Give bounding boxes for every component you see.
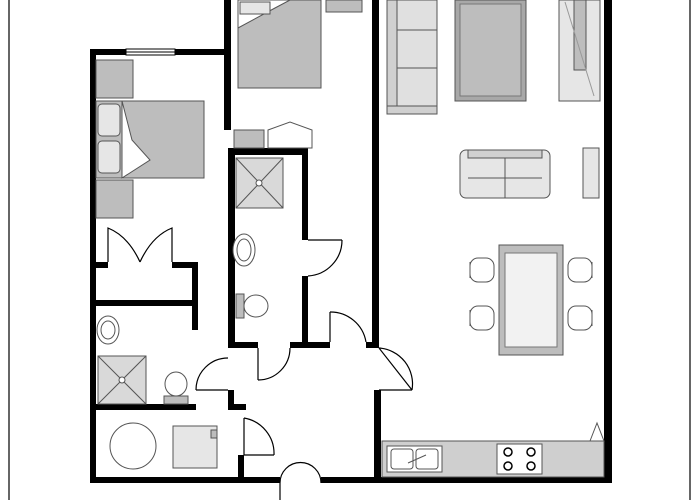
kitchen [381,421,605,478]
wall-bath2-bottom-right [290,342,330,348]
door-swing-icon [307,239,343,277]
wall-bath2-top [228,148,308,155]
fridge-corner-icon [589,421,605,442]
bathroom-1 [96,315,189,405]
wall-bath2-left [228,148,235,348]
dining-area [469,244,593,356]
bedroom-1 [95,59,205,219]
laundry [109,422,218,470]
wall-bottom-left [90,477,280,483]
wall-right [604,0,612,482]
armchair-icon [459,149,551,199]
wall-bath1-bottom-right [228,404,246,410]
chair-icon [567,305,593,331]
wall-closet-right [192,262,198,330]
bathroom-2 [232,157,284,319]
stove-icon [496,443,543,475]
wall-bottom-right [321,477,612,483]
bed-icon [95,100,205,179]
door-swing-icon [329,311,367,343]
wall-bath2-bottom-left [228,342,258,348]
bedroom-2 [233,0,363,149]
closet-door-icon [107,227,173,263]
tv-stand-icon [558,0,601,102]
sink-icon [386,445,443,473]
dryer-icon [172,425,218,469]
tv-icon [573,0,587,71]
door-swing-icon [257,347,291,381]
toilet-icon [163,371,189,405]
nightstand-icon [95,59,134,99]
nightstand-icon [325,0,363,13]
wall-bath1-right [228,390,234,410]
wall-closet-top-right [172,262,198,268]
dining-table-icon [498,244,564,356]
wall-laundry-right [238,455,244,483]
nightstand-icon [95,179,134,219]
wall-closet-bottom [96,300,192,306]
toilet-icon [235,293,269,319]
closet-shelf-icon [233,121,313,149]
wall-bedroom-top-left [90,49,126,55]
door-swing-icon [243,417,275,456]
wall-bath1-bottom-left [96,404,196,410]
shower-icon [235,157,284,209]
door-swing-icon [279,461,322,500]
page-frame [8,0,691,500]
chair-icon [469,305,495,331]
doors [107,227,414,500]
coffee-table-icon [454,0,527,102]
living-room [386,0,601,199]
wall-bedroom-top-right [175,49,230,55]
sink-icon [96,315,120,345]
side-table-icon [582,147,600,199]
bed-icon [237,0,322,89]
wall-center [372,0,379,348]
windows [125,48,176,56]
wall-bath2-right-bottom [302,276,308,348]
washer-icon [109,422,157,470]
wall-left [90,49,96,479]
chair-icon [469,257,495,283]
shower-icon [97,355,147,405]
wall-closet-top-left [96,262,108,268]
door-swing-icon [378,347,414,391]
wall-hall-bottom [366,342,379,348]
walls [90,0,612,483]
sink-icon [232,233,256,267]
wall-bath2-right-top [302,148,308,240]
wall-bedroom2-left [224,0,231,130]
door-swing-icon [195,357,229,391]
sofa-icon [386,0,438,115]
wall-kitchen-left [374,390,381,482]
chair-icon [567,257,593,283]
